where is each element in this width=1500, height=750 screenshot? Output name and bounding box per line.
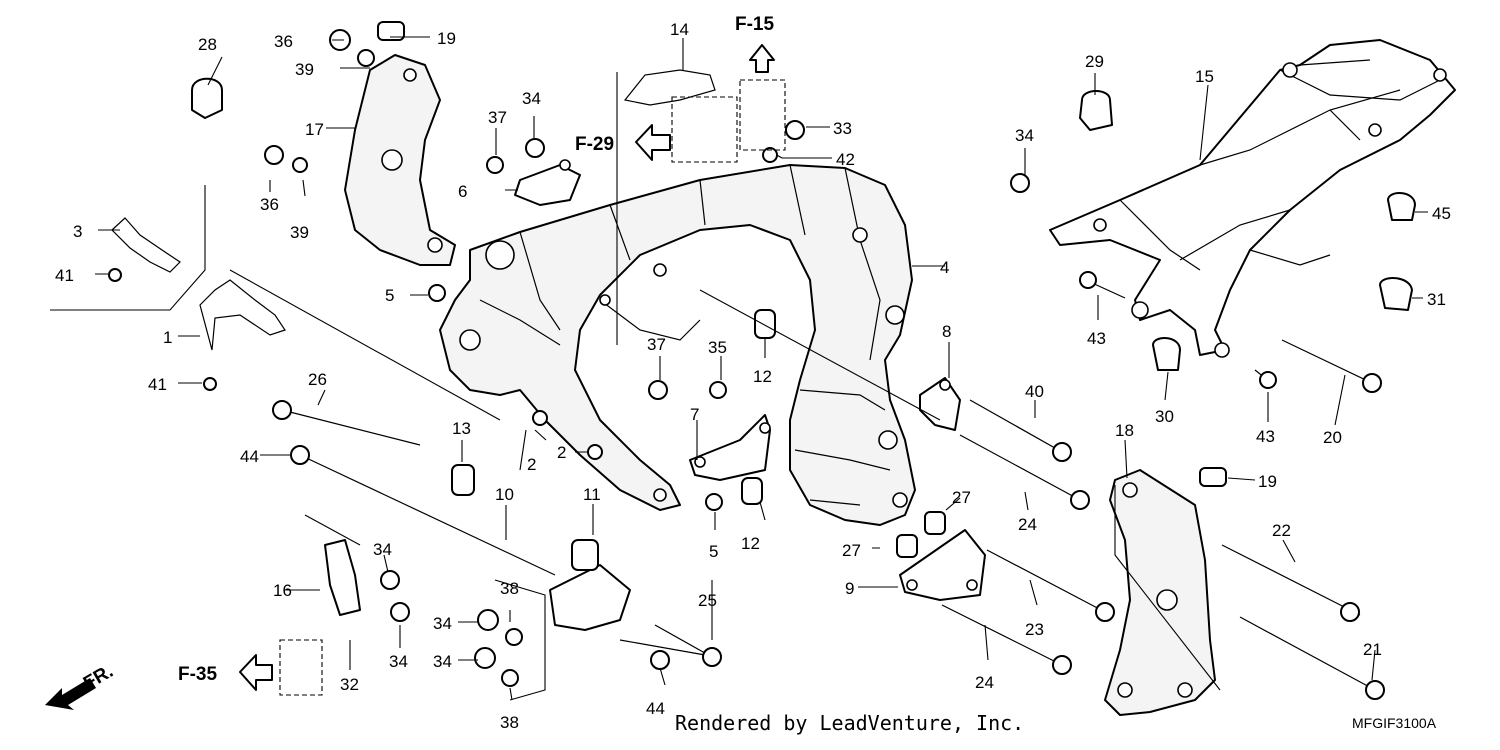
callout-11[interactable]: 11 [583, 485, 601, 504]
figure-code: MFGIF3100A [1352, 715, 1437, 731]
front-direction-arrow: FR. [45, 661, 117, 710]
callout-6[interactable]: 6 [458, 182, 467, 201]
callout-15[interactable]: 15 [1195, 67, 1214, 86]
callout-26[interactable]: 26 [308, 370, 327, 389]
svg-text:F-35: F-35 [178, 664, 218, 685]
callout-42[interactable]: 42 [836, 150, 855, 169]
callout-39[interactable]: 39 [295, 60, 314, 79]
callout-31[interactable]: 31 [1427, 290, 1446, 309]
callout-16[interactable]: 16 [273, 581, 292, 600]
callout-8[interactable]: 8 [942, 322, 951, 341]
callout-7[interactable]: 7 [690, 405, 699, 424]
bolts [108, 147, 1385, 700]
bracket-11 [549, 564, 631, 631]
callout-32[interactable]: 32 [340, 675, 359, 694]
svg-text:F-29: F-29 [575, 134, 614, 155]
callout-2[interactable]: 2 [527, 455, 536, 474]
callout-20[interactable]: 20 [1323, 428, 1342, 447]
collars [377, 21, 1227, 571]
ref-f29[interactable]: F-29 [575, 124, 671, 161]
callout-44[interactable]: 44 [240, 447, 259, 466]
callout-28[interactable]: 28 [198, 35, 217, 54]
rear-subframe [1049, 39, 1456, 358]
svg-text:F-15: F-15 [735, 14, 775, 35]
callout-29[interactable]: 29 [1085, 52, 1104, 71]
callout-2[interactable]: 2 [557, 443, 566, 462]
callout-19[interactable]: 19 [437, 29, 456, 48]
callout-5[interactable]: 5 [709, 542, 718, 561]
callout-41[interactable]: 41 [55, 266, 74, 285]
callout-35[interactable]: 35 [708, 338, 727, 357]
callout-38[interactable]: 38 [500, 579, 519, 598]
callout-5[interactable]: 5 [385, 286, 394, 305]
left-engine-hanger [344, 54, 456, 266]
callout-leaders [95, 36, 1428, 701]
callout-13[interactable]: 13 [452, 419, 471, 438]
callout-34[interactable]: 34 [389, 652, 408, 671]
callout-27[interactable]: 27 [952, 488, 971, 507]
callout-9[interactable]: 9 [845, 579, 854, 598]
bracket-9 [899, 529, 986, 601]
callout-43[interactable]: 43 [1087, 329, 1106, 348]
callout-44[interactable]: 44 [646, 699, 665, 718]
callout-39[interactable]: 39 [290, 223, 309, 242]
callout-36[interactable]: 36 [260, 195, 279, 214]
callout-33[interactable]: 33 [833, 119, 852, 138]
callout-24[interactable]: 24 [975, 673, 994, 692]
bracket-16 [324, 539, 361, 616]
clips [111, 217, 286, 351]
callout-12[interactable]: 12 [741, 534, 760, 553]
callout-19[interactable]: 19 [1258, 472, 1277, 491]
callout-40[interactable]: 40 [1025, 382, 1044, 401]
callout-22[interactable]: 22 [1272, 521, 1291, 540]
callout-4[interactable]: 4 [940, 258, 949, 277]
callout-37[interactable]: 37 [488, 108, 507, 127]
callout-41[interactable]: 41 [148, 375, 167, 394]
bracket-6 [514, 159, 581, 206]
callout-18[interactable]: 18 [1115, 421, 1134, 440]
callout-36[interactable]: 36 [274, 32, 293, 51]
ref-f35[interactable]: F-35 [178, 654, 273, 691]
right-engine-hanger [1104, 469, 1216, 716]
callout-34[interactable]: 34 [1015, 126, 1034, 145]
callout-23[interactable]: 23 [1025, 620, 1044, 639]
clamps [191, 77, 1416, 371]
bracket-14 [623, 69, 716, 106]
callout-25[interactable]: 25 [698, 591, 717, 610]
assembly-lines [50, 72, 1221, 701]
callout-30[interactable]: 30 [1155, 407, 1174, 426]
callout-38[interactable]: 38 [500, 713, 519, 732]
ref-f15[interactable]: F-15 [735, 14, 775, 73]
callout-37[interactable]: 37 [647, 335, 666, 354]
callout-21[interactable]: 21 [1363, 640, 1382, 659]
callout-34[interactable]: 34 [433, 614, 452, 633]
callout-17[interactable]: 17 [305, 120, 324, 139]
callout-34[interactable]: 34 [433, 652, 452, 671]
callout-45[interactable]: 45 [1432, 204, 1451, 223]
callout-27[interactable]: 27 [842, 541, 861, 560]
credit-text: Rendered by LeadVenture, Inc. [675, 711, 1024, 735]
callout-34[interactable]: 34 [522, 89, 541, 108]
callout-10[interactable]: 10 [495, 485, 514, 504]
main-frame [439, 164, 916, 526]
callout-1[interactable]: 1 [163, 328, 172, 347]
callout-43[interactable]: 43 [1256, 427, 1275, 446]
callout-34[interactable]: 34 [373, 540, 392, 559]
bracket-8 [919, 377, 961, 431]
callout-12[interactable]: 12 [753, 367, 772, 386]
bracket-7 [689, 414, 771, 481]
callout-14[interactable]: 14 [670, 20, 689, 39]
callout-24[interactable]: 24 [1018, 515, 1037, 534]
callout-3[interactable]: 3 [73, 222, 82, 241]
nuts-washers [264, 29, 1030, 687]
callout-numbers: 28 36 19 39 17 36 39 3 41 1 41 26 44 13 … [55, 20, 1451, 732]
